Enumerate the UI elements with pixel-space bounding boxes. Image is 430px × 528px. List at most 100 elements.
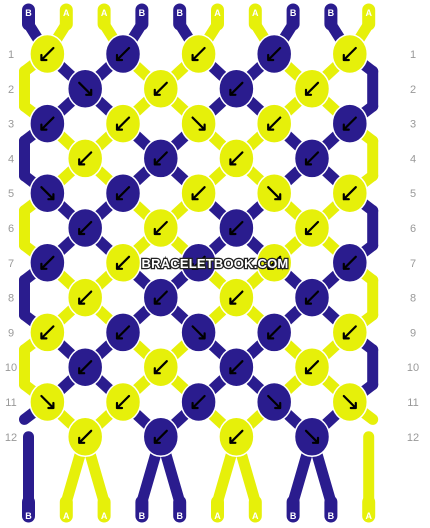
arrow-down-left-icon	[229, 220, 244, 236]
strand-label-bottom: B	[328, 511, 335, 521]
strand-label-bottom: B	[139, 511, 146, 521]
arrow-down-right-icon	[78, 81, 93, 96]
row-label-left: 9	[8, 327, 14, 339]
row-label-right: 7	[410, 258, 416, 270]
row-label-left: 11	[5, 397, 16, 409]
arrow-down-left-icon	[304, 220, 320, 236]
row-label-left: 2	[8, 84, 14, 96]
row-label-right: 5	[410, 188, 416, 200]
strand-label-top: B	[176, 8, 183, 18]
arrow-down-left-icon	[191, 46, 206, 62]
arrow-down-left-icon	[229, 151, 244, 166]
row-label-right: 2	[410, 84, 416, 96]
row-label-right: 10	[407, 362, 419, 374]
arrow-down-left-icon	[229, 429, 244, 444]
strand-label-top: A	[63, 8, 70, 18]
strand-label-top: B	[139, 8, 146, 18]
arrow-down-left-icon	[342, 325, 357, 340]
arrow-down-right-icon	[40, 394, 55, 410]
row-label-right: 12	[407, 432, 419, 444]
strand-label-top: A	[252, 8, 259, 18]
row-label-left: 7	[8, 258, 14, 270]
arrow-down-left-icon	[115, 116, 131, 131]
strand-label-top: B	[328, 8, 335, 18]
strand-label-top: A	[101, 8, 108, 18]
arrow-down-left-icon	[342, 116, 357, 131]
arrow-down-left-icon	[304, 360, 320, 375]
arrow-down-left-icon	[342, 46, 357, 62]
strand-label-bottom: A	[365, 511, 372, 521]
arrow-down-left-icon	[304, 151, 320, 166]
arrow-down-left-icon	[40, 255, 55, 270]
arrow-down-right-icon	[304, 429, 320, 444]
arrow-down-right-icon	[40, 186, 55, 201]
strand-label-bottom: A	[63, 511, 70, 521]
arrow-down-right-icon	[342, 394, 357, 410]
arrow-down-left-icon	[40, 116, 55, 131]
arrow-down-left-icon	[267, 116, 282, 131]
arrow-down-right-icon	[191, 325, 206, 340]
row-label-left: 10	[5, 362, 17, 374]
arrow-down-left-icon	[267, 255, 282, 270]
arrow-down-left-icon	[191, 255, 206, 270]
row-label-left: 4	[8, 153, 14, 165]
strand-label-top: A	[365, 8, 372, 18]
row-label-left: 3	[8, 119, 14, 131]
strand-label-top: B	[290, 8, 297, 18]
row-label-left: 12	[5, 432, 17, 444]
arrow-down-left-icon	[115, 186, 131, 201]
arrow-down-left-icon	[40, 325, 55, 340]
arrow-down-left-icon	[115, 394, 131, 410]
strand-label-bottom: A	[101, 511, 108, 521]
arrow-down-left-icon	[304, 290, 320, 305]
arrow-down-right-icon	[191, 116, 206, 131]
arrow-down-left-icon	[78, 220, 93, 236]
strand-label-bottom: B	[290, 511, 297, 521]
arrow-down-right-icon	[267, 186, 282, 201]
arrow-down-left-icon	[40, 46, 55, 62]
row-label-right: 3	[410, 119, 416, 131]
arrow-down-left-icon	[191, 186, 206, 201]
row-label-right: 8	[410, 293, 416, 305]
row-label-right: 9	[410, 327, 416, 339]
arrow-down-left-icon	[153, 429, 168, 444]
arrow-down-left-icon	[153, 81, 168, 96]
row-label-left: 1	[8, 49, 14, 61]
strand-label-bottom: B	[25, 511, 32, 521]
arrow-down-left-icon	[229, 290, 244, 305]
arrow-down-left-icon	[304, 81, 320, 96]
knot-layer	[29, 33, 369, 458]
arrow-down-right-icon	[267, 394, 282, 410]
arrow-down-left-icon	[78, 151, 93, 166]
arrow-down-left-icon	[342, 186, 357, 201]
row-label-right: 11	[407, 397, 418, 409]
row-label-left: 8	[8, 293, 14, 305]
strand-label-top: A	[214, 8, 221, 18]
row-label-right: 1	[410, 49, 416, 61]
arrow-down-left-icon	[191, 394, 206, 410]
arrow-down-left-icon	[153, 360, 168, 375]
arrow-down-left-icon	[78, 429, 93, 444]
arrow-down-left-icon	[267, 325, 282, 340]
arrow-down-left-icon	[115, 325, 131, 340]
watermark: BRACELETBOOK.COM	[142, 256, 289, 271]
row-label-left: 5	[8, 188, 14, 200]
arrow-down-left-icon	[115, 46, 131, 62]
arrow-down-left-icon	[78, 360, 93, 375]
strand-label-bottom: B	[176, 511, 183, 521]
strand-label-bottom: A	[214, 511, 221, 521]
arrow-down-left-icon	[229, 81, 244, 96]
arrow-down-left-icon	[115, 255, 131, 270]
arrow-down-left-icon	[153, 220, 168, 236]
strand-label-bottom: A	[252, 511, 259, 521]
arrow-down-left-icon	[153, 290, 168, 305]
strand-label-top: B	[25, 8, 32, 18]
row-label-left: 6	[8, 223, 14, 235]
row-label-right: 4	[410, 153, 416, 165]
arrow-down-left-icon	[342, 255, 357, 270]
arrow-down-left-icon	[229, 360, 244, 375]
arrow-down-left-icon	[78, 290, 93, 305]
arrow-down-left-icon	[153, 151, 168, 166]
